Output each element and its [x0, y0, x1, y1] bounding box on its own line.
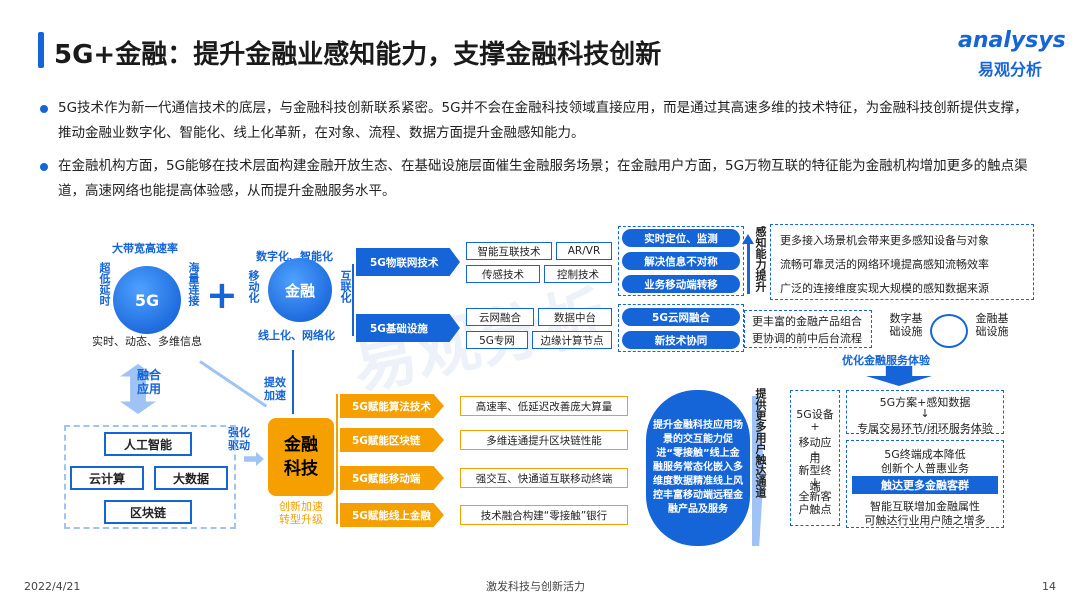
- perception-note: 更多接入场景机会带来更多感知设备与对象: [780, 234, 989, 247]
- page-title: 5G+金融：提升金融业感知能力，支撑金融科技创新: [54, 40, 662, 70]
- flow-item: +: [810, 448, 820, 461]
- finance-bottom-label: 线上化、网络化: [258, 329, 335, 342]
- right-note: 5G终端成本降低: [884, 448, 966, 461]
- iot-item: 控制技术: [544, 265, 612, 283]
- flow-item: 5G设备: [796, 408, 834, 421]
- flow-item: 全新客户触点: [798, 490, 832, 516]
- cloud-pill: 5G云网融合: [622, 308, 740, 326]
- perception-note: 流畅可靠灵活的网络环境提高感知流畅效率: [780, 258, 989, 271]
- cloud-note: 更丰富的金融产品组合: [752, 315, 862, 328]
- perception-label: 感知能力提升: [754, 226, 767, 292]
- connector-line: [292, 350, 294, 414]
- fintech-box: 金融科技: [268, 418, 334, 496]
- infra-item: 5G专网: [466, 331, 528, 349]
- bullet-2-text: 在金融机构方面，5G能够在技术层面构建金融开放生态、在基础设施层面催生金融服务场…: [58, 158, 1028, 199]
- right-note: 创新个人普惠业务: [881, 462, 969, 475]
- title-accent-bar: [38, 32, 44, 68]
- empower-desc: 强交互、快通道互联移动终端: [460, 468, 628, 488]
- footer-date: 2022/4/21: [24, 580, 81, 593]
- flow-item: +: [810, 420, 820, 433]
- 5g-left-label: 超低延时: [98, 262, 111, 306]
- perception-notes: [770, 224, 1034, 300]
- empower-arrow: 5G赋能区块链: [340, 428, 444, 452]
- brand-logo-cn: 易观分析: [978, 60, 1043, 79]
- empower-desc: 高速率、低延迟改善庞大算量: [460, 396, 628, 416]
- bullet-1: 5G技术作为新一代通信技术的底层，与金融科技创新联系紧密。5G并不会在金融科技领…: [40, 96, 1038, 146]
- application-pill: 提升金融科技应用场景的交互能力促进“零接触”线上金融服务常态化嵌入多维度数据精准…: [646, 390, 750, 546]
- right-note: 5G方案+感知数据: [879, 396, 971, 409]
- cloud-note: 更协调的前中后台流程: [752, 332, 862, 345]
- right-note: 可触达行业用户随之增多: [864, 514, 986, 527]
- finance-circle: 金融: [268, 258, 332, 322]
- empower-desc: 技术融合构建“零接触”银行: [460, 505, 628, 525]
- efficiency-label: 提效加速: [264, 376, 286, 402]
- flow-item: 移动应用: [798, 436, 832, 465]
- 5g-bottom-label: 实时、动态、多维信息: [92, 335, 202, 348]
- right-note: 智能互联增加金融属性: [870, 500, 980, 513]
- footer-center: 激发科技与创新活力: [486, 580, 585, 593]
- iot-item: 智能互联技术: [466, 242, 552, 260]
- 5g-top-label: 大带宽高速率: [112, 242, 178, 255]
- fusion-label: 融合应用: [136, 368, 161, 396]
- cloud-pill: 新技术协同: [622, 331, 740, 349]
- flow-item: 新型终端: [798, 464, 832, 493]
- tech-box: 大数据: [154, 466, 228, 490]
- connector-line: [352, 264, 354, 336]
- iot-arrow: 5G物联网技术: [356, 248, 460, 276]
- cycle-left: 数字基础设施: [889, 312, 923, 338]
- arrow-up-icon: [742, 234, 754, 244]
- bullet-dot-icon: [40, 163, 48, 171]
- tech-box: 区块链: [104, 500, 192, 524]
- application-pill-text: 提升金融科技应用场景的交互能力促进“零接触”线上金融服务常态化嵌入多维度数据精准…: [653, 420, 743, 515]
- perception-note: 广泛的连接维度实现大规模的感知数据来源: [780, 282, 989, 295]
- channel-arrow: [752, 396, 764, 546]
- channel-label: 提供更多用户触达通道: [754, 388, 767, 498]
- perception-pill: 解决信息不对称: [622, 252, 740, 270]
- tech-box: 人工智能: [104, 432, 192, 456]
- 5g-circle: 5G: [113, 266, 181, 334]
- highlight-badge: 触达更多金融客群: [852, 476, 998, 494]
- infra-item: 云网融合: [466, 308, 534, 326]
- infra-item: 边缘计算节点: [532, 331, 612, 349]
- cycle-bottom: 优化金融服务体验: [842, 354, 930, 367]
- right-note: ↓: [920, 407, 930, 420]
- fintech-label: 金融科技: [284, 435, 318, 479]
- brand-logo: analysys: [958, 28, 1066, 53]
- bullet-dot-icon: [40, 105, 48, 113]
- empower-desc: 多维连通提升区块链性能: [460, 430, 628, 450]
- tech-cluster: [64, 425, 236, 529]
- arrow-right-icon: [244, 452, 264, 466]
- strengthen-label: 强化驱动: [228, 426, 250, 452]
- flow-group: [790, 390, 840, 526]
- cloud-notes: [744, 310, 872, 348]
- empower-arrow: 5G赋能线上金融: [340, 503, 444, 527]
- iot-item: AR/VR: [556, 242, 612, 260]
- flow-item: ↓: [810, 476, 820, 489]
- finance-top-label: 数字化、智能化: [256, 250, 333, 263]
- empower-arrow: 5G赋能移动端: [340, 466, 444, 490]
- fintech-sub: 创新加速转型升级: [279, 500, 323, 526]
- infra-item: 数据中台: [538, 308, 612, 326]
- right-note: 专属交易环节/闭环服务体验: [857, 422, 993, 435]
- iot-item: 传感技术: [466, 265, 540, 283]
- cycle-right: 金融基础设施: [975, 312, 1009, 338]
- arrow-down-icon: [866, 366, 932, 386]
- bullet-1-text: 5G技术作为新一代通信技术的底层，与金融科技创新联系紧密。5G并不会在金融科技领…: [58, 100, 1028, 141]
- finance-left-label: 移动化: [247, 270, 260, 303]
- tech-box: 云计算: [70, 466, 144, 490]
- cycle-arrows-icon: [930, 314, 968, 348]
- diagonal-arrow: [199, 360, 268, 408]
- perception-pill: 实时定位、监测: [622, 229, 740, 247]
- right-notes-top: [846, 390, 1004, 434]
- finance-right-label: 互联化: [339, 270, 352, 303]
- perception-pill: 业务移动端转移: [622, 275, 740, 293]
- infra-arrow: 5G基础设施: [356, 314, 460, 342]
- 5g-right-label: 海量连接: [187, 262, 200, 306]
- orange-connector: [336, 394, 338, 524]
- empower-arrow: 5G赋能算法技术: [340, 394, 444, 418]
- plus-icon: +: [206, 273, 238, 317]
- page-number: 14: [1042, 580, 1056, 593]
- bullet-2: 在金融机构方面，5G能够在技术层面构建金融开放生态、在基础设施层面催生金融服务场…: [40, 154, 1038, 204]
- arrow-up-shaft: [747, 244, 750, 294]
